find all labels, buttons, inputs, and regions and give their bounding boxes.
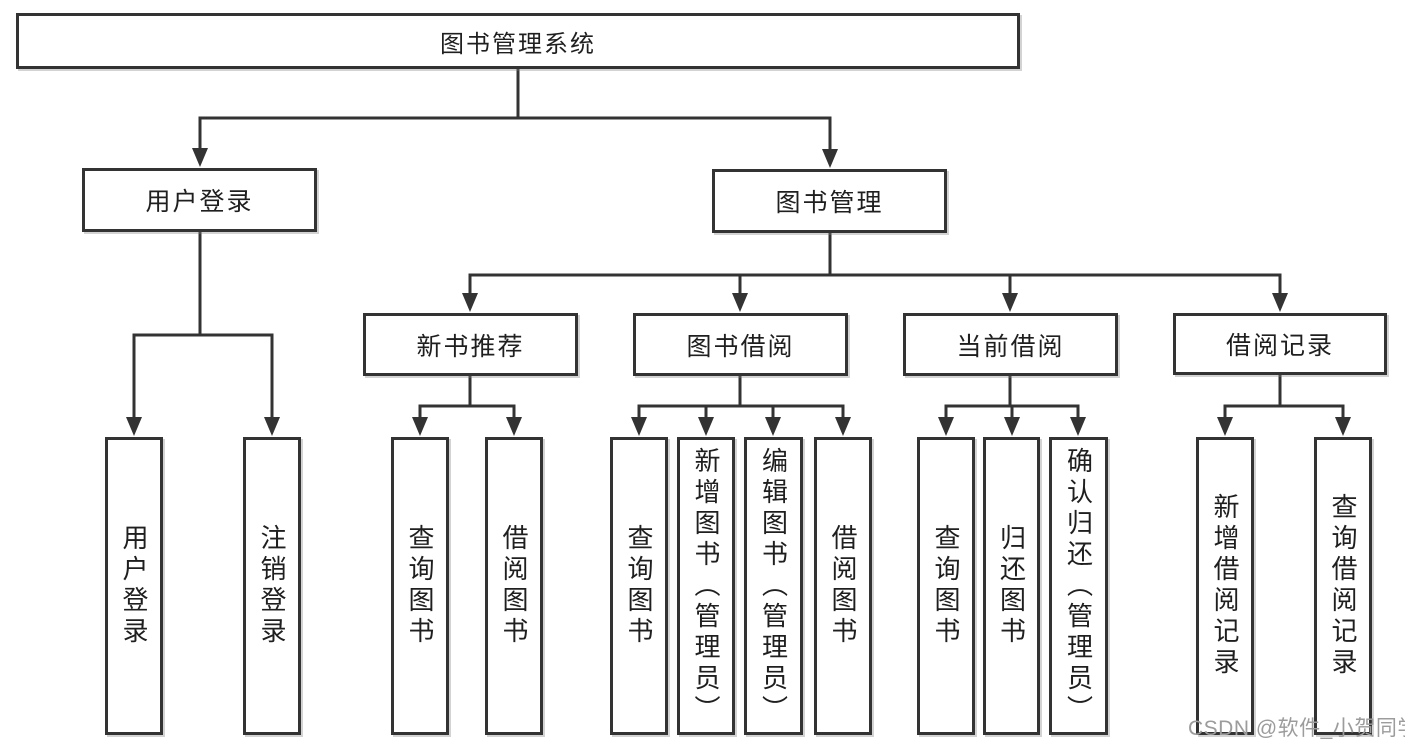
leaf-node-label: 用户登录 bbox=[119, 524, 149, 648]
leaf-node-logout: 注销登录 bbox=[243, 437, 301, 735]
leaf-node-label: 查询图书 bbox=[931, 524, 961, 648]
branch-node-book-mgmt: 图书管理 bbox=[712, 169, 947, 233]
leaf-node-label: 借阅图书 bbox=[828, 524, 858, 648]
branch-node-user-login: 用户登录 bbox=[82, 168, 317, 232]
leaf-node-add-books-admin: 新增图书（管理员） bbox=[677, 437, 735, 735]
leaf-node-borrow-books-1: 借阅图书 bbox=[485, 437, 543, 735]
leaf-node-confirm-return-admin: 确认归还（管理员） bbox=[1049, 437, 1108, 735]
leaf-node-label: 编辑图书（管理员） bbox=[758, 446, 789, 726]
leaf-node-label: 查询图书 bbox=[405, 524, 435, 648]
leaf-node-label: 确认归还（管理员） bbox=[1063, 446, 1094, 726]
group-node-label: 当前借阅 bbox=[956, 332, 1065, 361]
leaf-node-label: 新增图书（管理员） bbox=[691, 446, 721, 726]
group-node-book-borrow: 图书借阅 bbox=[633, 313, 848, 376]
leaf-node-label: 注销登录 bbox=[257, 524, 287, 648]
group-node-borrow-records: 借阅记录 bbox=[1173, 313, 1387, 375]
root-node: 图书管理系统 bbox=[16, 13, 1020, 69]
group-node-label: 新书推荐 bbox=[416, 332, 525, 361]
leaf-node-edit-books-admin: 编辑图书（管理员） bbox=[744, 437, 803, 735]
leaf-node-label: 查询图书 bbox=[624, 524, 654, 648]
group-node-current-borrow: 当前借阅 bbox=[903, 313, 1118, 376]
leaf-node-query-borrow-record: 查询借阅记录 bbox=[1314, 437, 1372, 735]
leaf-node-user-login: 用户登录 bbox=[105, 437, 163, 735]
leaf-node-borrow-books-2: 借阅图书 bbox=[814, 437, 872, 735]
csdn-watermark: CSDN @软件_小贺同学 bbox=[1188, 717, 1405, 740]
leaf-node-label: 新增借阅记录 bbox=[1210, 493, 1240, 679]
leaf-node-query-books-1: 查询图书 bbox=[391, 437, 449, 735]
branch-node-label: 图书管理 bbox=[775, 189, 884, 217]
leaf-node-label: 归还图书 bbox=[996, 524, 1027, 648]
leaf-node-label: 查询借阅记录 bbox=[1328, 493, 1358, 679]
group-node-new-book-recommend: 新书推荐 bbox=[363, 313, 578, 376]
group-node-label: 借阅记录 bbox=[1225, 332, 1334, 360]
branch-node-label: 用户登录 bbox=[145, 188, 254, 216]
leaf-node-return-books: 归还图书 bbox=[983, 437, 1040, 735]
leaf-node-add-borrow-record: 新增借阅记录 bbox=[1196, 437, 1254, 735]
group-node-label: 图书借阅 bbox=[686, 332, 795, 361]
leaf-node-query-books-2: 查询图书 bbox=[610, 437, 668, 735]
leaf-node-query-books-3: 查询图书 bbox=[917, 437, 975, 735]
leaf-node-label: 借阅图书 bbox=[499, 524, 529, 648]
root-node-label: 图书管理系统 bbox=[440, 30, 596, 58]
